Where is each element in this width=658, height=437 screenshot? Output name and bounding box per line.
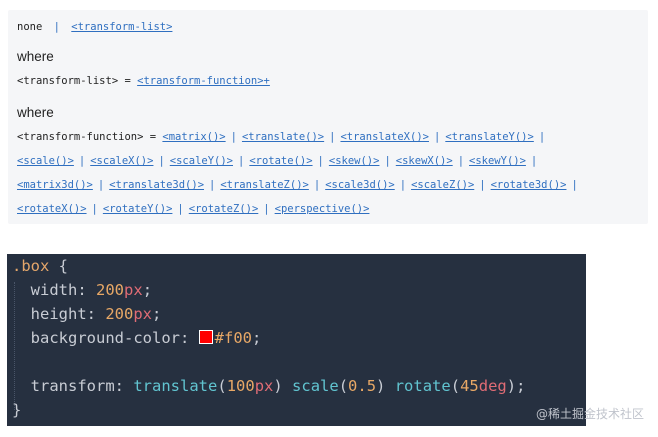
matrix-link[interactable]: <matrix()> <box>162 131 226 143</box>
skewx-link[interactable]: <skewX()> <box>395 155 453 167</box>
syntax-line-2d-functions: <scale()> | <scaleX()> | <scaleY()> | <rotate(… <box>17 155 542 167</box>
close-brace: } <box>12 401 22 419</box>
separator: | <box>571 179 578 191</box>
background-property: background-color <box>30 329 180 347</box>
separator: | <box>209 179 216 191</box>
matrix3d-link[interactable]: <matrix3d()> <box>17 179 93 191</box>
scale-number: 0.5 <box>348 377 377 395</box>
rotate3d-link[interactable]: <rotate3d()> <box>490 179 567 191</box>
translate3d-link[interactable]: <translate3d()> <box>109 179 205 191</box>
scale-link[interactable]: <scale()> <box>17 155 74 167</box>
code-line-width: width: 200px; <box>30 281 153 299</box>
separator: | <box>230 131 237 143</box>
separator: | <box>238 155 245 167</box>
rotatey-link[interactable]: <rotateY()> <box>102 203 173 215</box>
translate-function: translate <box>133 377 218 395</box>
rotate-link[interactable]: <rotate()> <box>249 155 313 167</box>
height-number: 200 <box>105 305 134 323</box>
height-unit: px <box>133 305 153 323</box>
code-line-height: height: 200px; <box>30 305 162 323</box>
syntax-line-transform-list: <transform-list> = <transform-function>+ <box>17 75 270 87</box>
rotate-function: rotate <box>394 377 451 395</box>
code-line-transform: transform: translate(100px) scale(0.5) r… <box>30 377 526 395</box>
where-label: where <box>17 49 54 64</box>
perspective-link[interactable]: <perspective()> <box>274 203 370 215</box>
scale3d-link[interactable]: <scale3d()> <box>325 179 395 191</box>
css-selector: .box <box>12 257 50 275</box>
none-keyword: none <box>17 21 43 33</box>
scalez-link[interactable]: <scaleZ()> <box>411 179 475 191</box>
watermark: @稀土掘金技术社区 <box>535 407 644 421</box>
separator: | <box>177 203 184 215</box>
transform-list-definition: <transform-list> = <box>17 75 131 87</box>
separator: | <box>538 131 546 143</box>
separator: | <box>53 21 60 33</box>
separator: | <box>313 179 321 191</box>
width-number: 200 <box>96 281 125 299</box>
scalex-link[interactable]: <scaleX()> <box>90 155 154 167</box>
open-brace: { <box>49 257 68 275</box>
separator: | <box>329 131 336 143</box>
rotate-number: 45 <box>460 377 479 395</box>
scale-function: scale <box>292 377 339 395</box>
separator: | <box>384 155 391 167</box>
separator: | <box>78 155 86 167</box>
separator: | <box>399 179 407 191</box>
background-value: #f00 <box>214 329 252 347</box>
indent-guide <box>14 282 15 410</box>
color-swatch-icon[interactable] <box>198 330 213 344</box>
separator: | <box>97 179 105 191</box>
width-unit: px <box>124 281 143 299</box>
skew-link[interactable]: <skew()> <box>328 155 380 167</box>
code-line-close: } <box>12 401 21 419</box>
separator: | <box>530 155 538 167</box>
scaley-link[interactable]: <scaleY()> <box>169 155 233 167</box>
skewy-link[interactable]: <skewY()> <box>469 155 526 167</box>
code-line-selector: .box { <box>12 257 68 275</box>
formal-syntax-box: none | <transform-list> where <transform… <box>8 10 648 224</box>
rotatez-link[interactable]: <rotateZ()> <box>188 203 259 215</box>
translate-number: 100 <box>226 377 255 395</box>
separator: | <box>433 131 441 143</box>
height-property: height <box>30 305 87 323</box>
translatey-link[interactable]: <translateY()> <box>445 131 534 143</box>
separator: | <box>158 155 165 167</box>
transform-function-definition: <transform-function> = <box>17 131 157 143</box>
translate-unit: px <box>254 377 274 395</box>
rotate-unit: deg <box>478 377 507 395</box>
separator: | <box>91 203 98 215</box>
syntax-line-3d-functions: <matrix3d()> | <translate3d()> | <translateZ… <box>17 179 583 191</box>
rotatex-link[interactable]: <rotateX()> <box>17 203 87 215</box>
separator: | <box>479 179 486 191</box>
transform-list-link[interactable]: <transform-list> <box>71 21 173 33</box>
transform-property: transform <box>30 377 115 395</box>
transform-function-link[interactable]: <transform-function>+ <box>137 75 270 87</box>
syntax-line-transform: none | <transform-list> <box>17 21 172 33</box>
separator: | <box>317 155 324 167</box>
code-line-blank <box>12 353 21 371</box>
translatez-link[interactable]: <translateZ()> <box>220 179 309 191</box>
code-line-background: background-color: #f00; <box>30 329 262 347</box>
code-editor: .box { width: 200px; height: 200px; back… <box>7 254 586 426</box>
translate-link[interactable]: <translate()> <box>241 131 325 143</box>
syntax-line-rotation-functions: <rotateX()> | <rotateY()> | <rotateZ()> | <per… <box>17 203 369 215</box>
syntax-line-transform-function: <transform-function> = <matrix()> | <trans… <box>17 131 550 143</box>
where-label: where <box>17 105 54 120</box>
translatex-link[interactable]: <translateX()> <box>340 131 429 143</box>
separator: | <box>263 203 270 215</box>
width-property: width <box>30 281 78 299</box>
separator: | <box>457 155 465 167</box>
